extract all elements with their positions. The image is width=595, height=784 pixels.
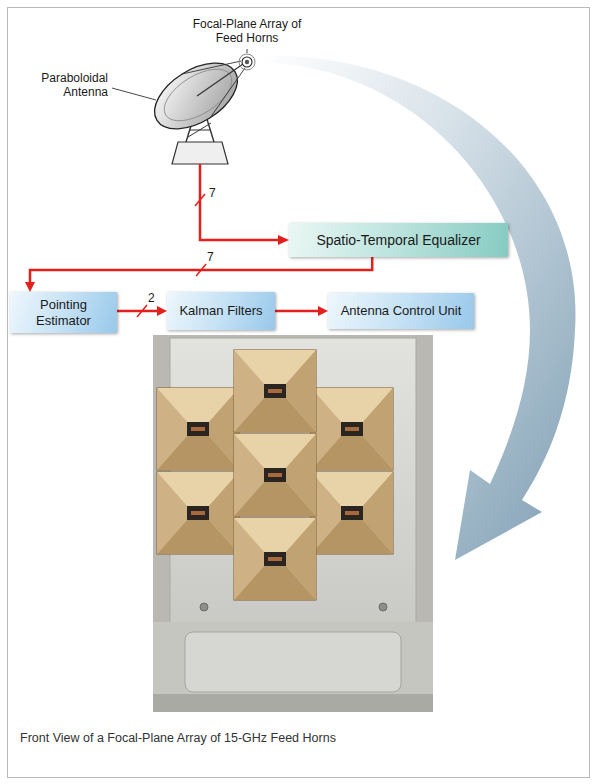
signal-line [275, 310, 319, 313]
feed-strut [210, 68, 245, 118]
process-box: Kalman Filters [167, 292, 275, 330]
leader-line [247, 49, 248, 53]
bus-width: 7 [209, 186, 229, 200]
box-text: Pointing Estimator [16, 297, 111, 328]
leader-line [112, 88, 156, 100]
antenna-illustration [143, 50, 255, 164]
arrow-head [278, 235, 289, 245]
pedestal [172, 142, 228, 164]
screw [200, 603, 208, 611]
mount-shadow [153, 694, 433, 712]
mount-bracket [185, 632, 401, 692]
arrow-head [318, 306, 328, 316]
signal-arrow [117, 305, 167, 317]
arrow-head [157, 306, 167, 316]
process-box: Pointing Estimator [10, 292, 117, 333]
caption: Front View of a Focal-Plane Array of 15-… [20, 731, 560, 746]
callout-label: Focal-Plane Array of Feed Horns [186, 17, 308, 46]
box-text: Antenna Control Unit [341, 303, 462, 319]
process-box: Spatio-Temporal Equalizer [289, 223, 508, 257]
bus-slash [195, 194, 205, 206]
mount-base [153, 622, 433, 712]
arrow-head [25, 282, 35, 292]
bus-width: 2 [148, 291, 155, 305]
box-text: Spatio-Temporal Equalizer [316, 232, 480, 249]
feed-horn [311, 388, 393, 470]
feed-array [242, 57, 252, 67]
box-text: Kalman Filters [179, 303, 262, 319]
dish [143, 50, 249, 143]
feed-horn [234, 434, 316, 516]
feed-center [245, 60, 249, 64]
process-box: Antenna Control Unit [328, 293, 474, 329]
signal-line [30, 257, 372, 283]
feed-horn-photo [153, 335, 433, 712]
feed-horn [234, 350, 316, 432]
bus-width: 7 [207, 250, 214, 264]
bus-slash [137, 305, 147, 317]
feed-horn [157, 388, 239, 470]
feed-strut [182, 61, 241, 74]
signal-line [117, 310, 158, 313]
signal-line [200, 164, 279, 240]
callout-label: Paraboloidal Antenna [14, 71, 108, 100]
screw [379, 603, 387, 611]
photo-ground [153, 335, 433, 712]
bus-slash [196, 264, 206, 276]
signal-arrow [275, 306, 328, 316]
signal-arrow [25, 257, 372, 292]
feed-horn [234, 518, 316, 600]
feed-ring [239, 54, 255, 70]
feed-horn [157, 472, 239, 554]
feed-horn [311, 472, 393, 554]
